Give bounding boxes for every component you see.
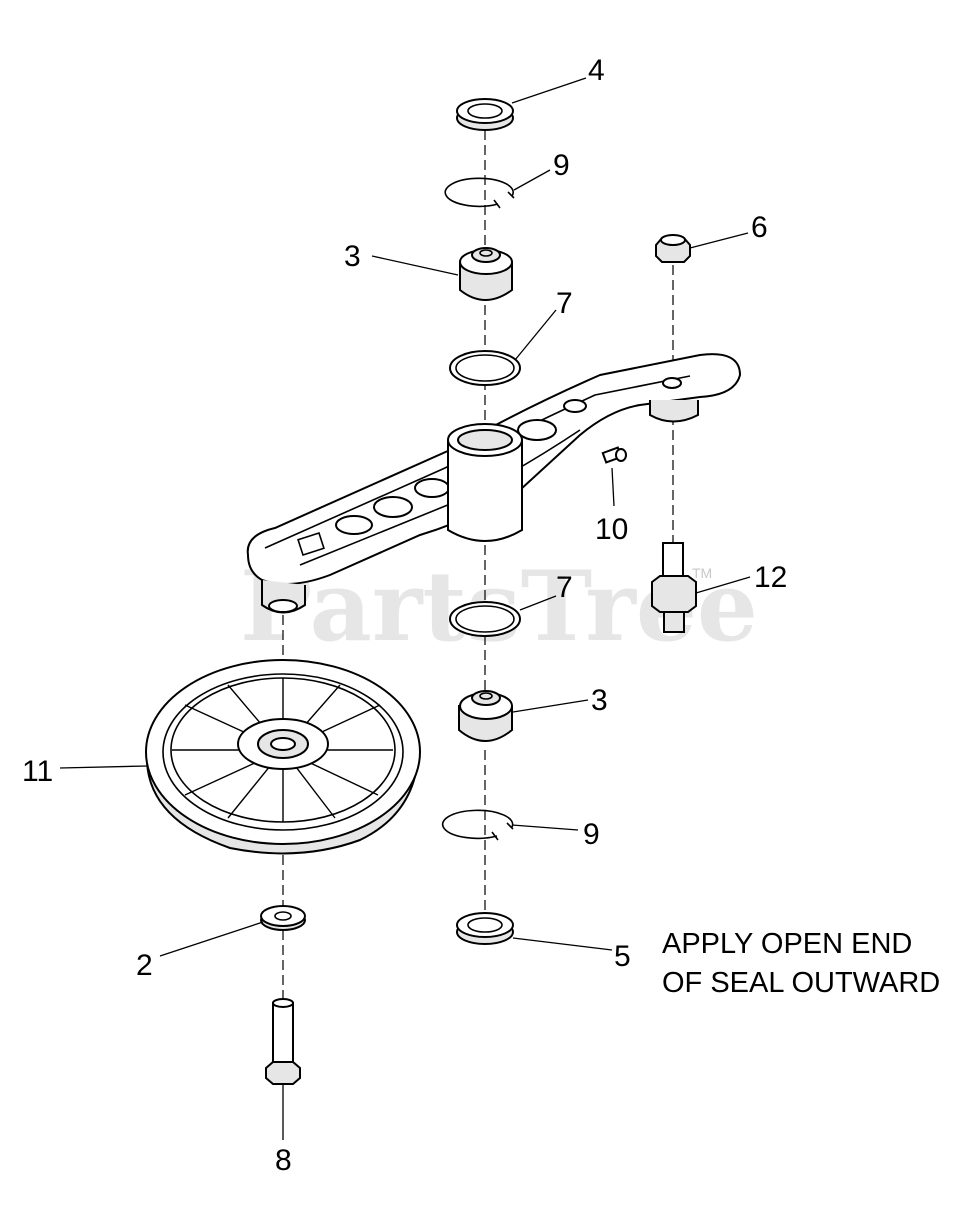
bolt [265,998,301,1085]
trademark-mark: TM [692,565,712,581]
seal-top [456,98,514,131]
callout-2: 2 [136,949,153,982]
callout-10: 10 [595,513,628,546]
callout-3-bottom: 3 [591,684,608,717]
callout-7-top: 7 [556,287,573,320]
note-line-1: APPLY OPEN END [662,928,912,960]
bearing-bottom [458,690,513,742]
callout-7-bottom: 7 [556,571,573,604]
leader-lines [59,77,751,1140]
callout-9-top: 9 [553,149,570,182]
bearing-top [459,247,513,301]
seal-bottom [456,912,514,945]
callout-9-bottom: 9 [583,818,600,851]
idler-arm [246,353,742,614]
note-line-2: OF SEAL OUTWARD [662,967,940,999]
retaining-ring-top [444,177,515,209]
callout-5: 5 [614,940,631,973]
callout-12: 12 [754,561,787,594]
installation-note: APPLY OPEN END OF SEAL OUTWARD [662,928,940,999]
washer [260,905,306,931]
callout-6: 6 [751,211,768,244]
retaining-ring-bottom [441,809,514,841]
o-ring-top [449,350,521,386]
hex-nut [655,234,691,263]
callout-labels: 4 9 3 6 7 10 7 12 3 11 9 2 5 8 [22,54,787,1177]
callout-11: 11 [22,755,53,788]
callout-4: 4 [588,54,605,87]
idler-pulley [145,659,421,855]
o-ring-bottom [449,601,521,637]
callout-3-top: 3 [344,240,361,273]
grease-fitting [601,446,627,464]
pivot-stud [651,542,697,633]
callout-8: 8 [275,1144,292,1177]
